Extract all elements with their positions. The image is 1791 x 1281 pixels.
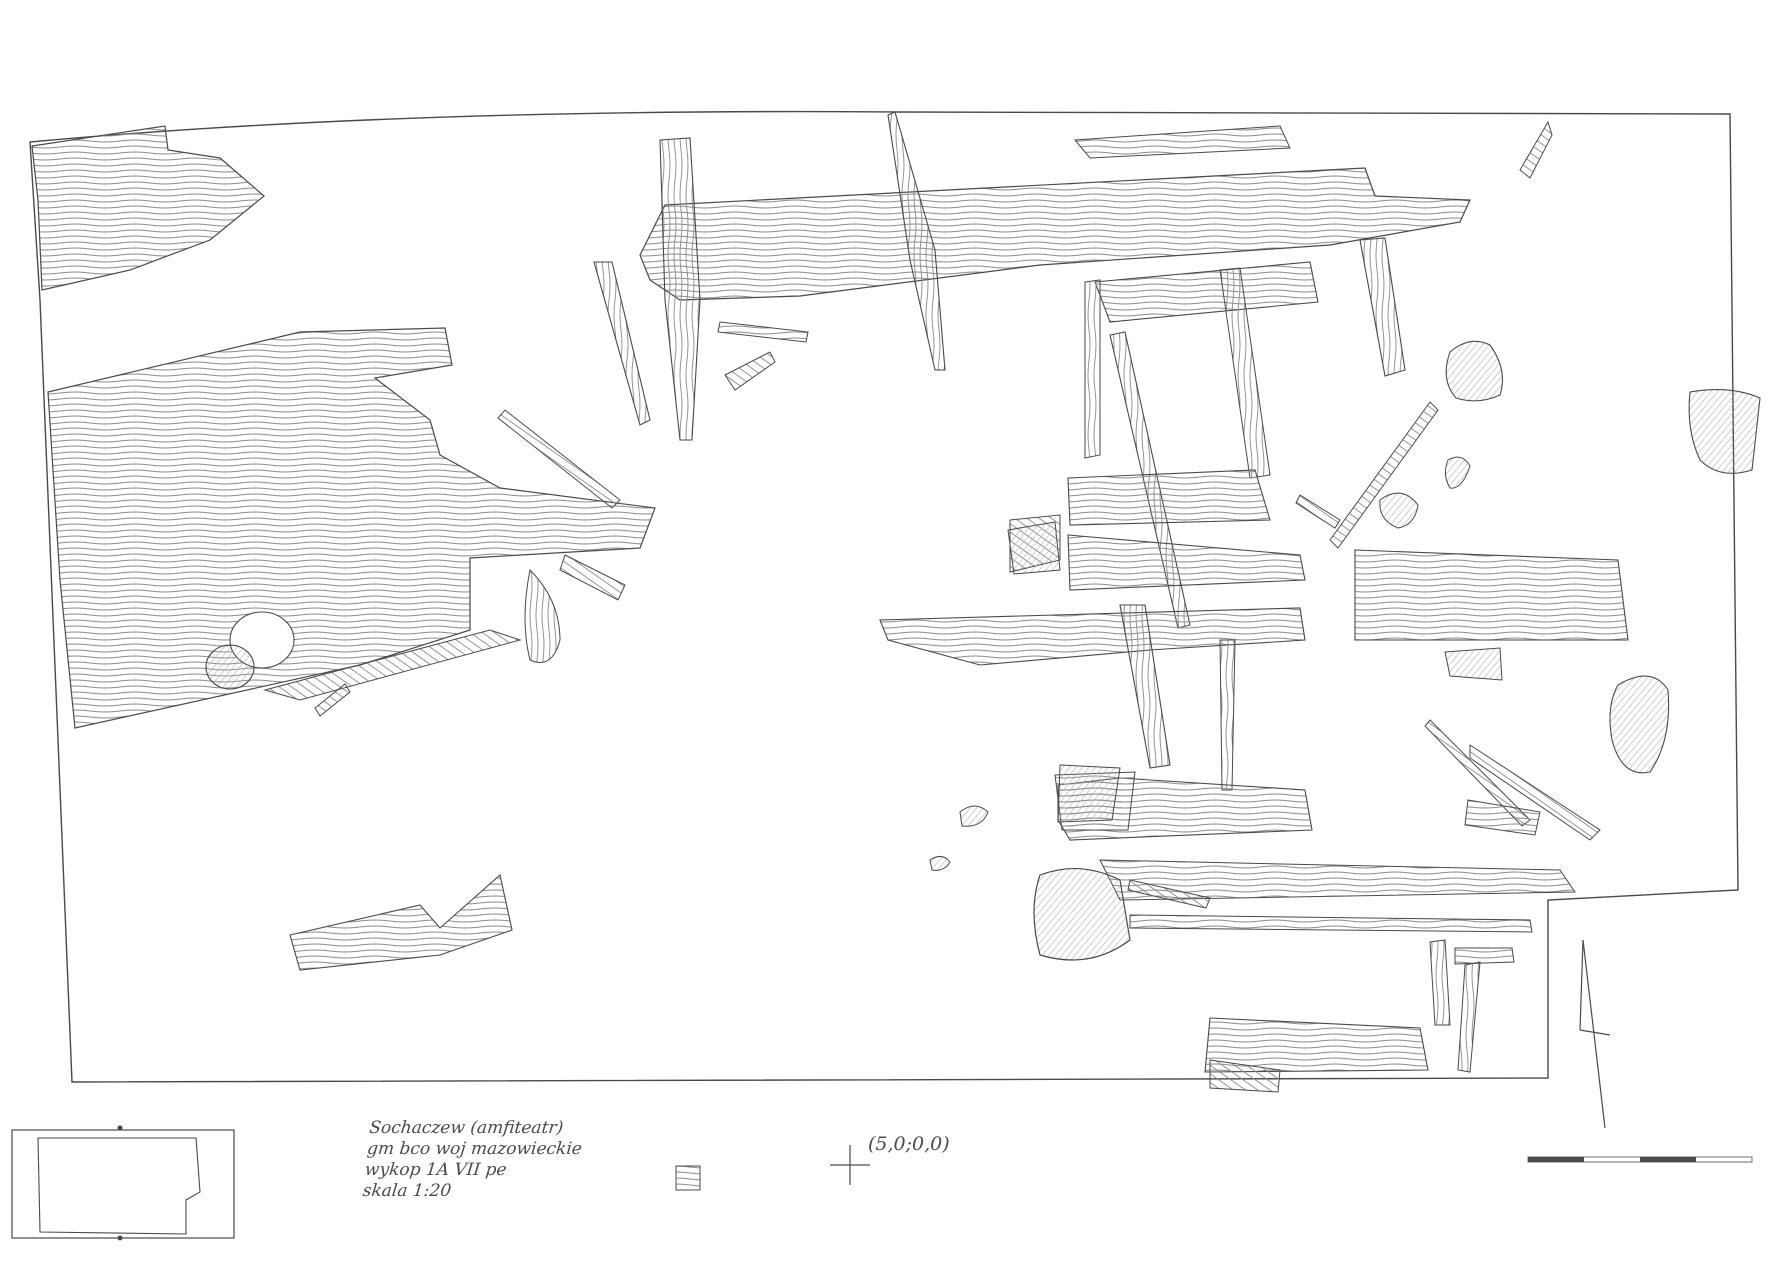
inset-key-plan xyxy=(11,1125,235,1241)
plank xyxy=(289,873,513,971)
plank xyxy=(1129,914,1533,933)
timber-cluster-south xyxy=(1033,719,1601,961)
plank xyxy=(263,629,522,701)
post xyxy=(1429,939,1451,1026)
stone xyxy=(1444,456,1471,489)
plank xyxy=(1067,534,1306,591)
plank xyxy=(1519,120,1553,179)
plank xyxy=(1073,125,1291,159)
drawing-caption: Sochaczew (amfiteatr) gm bco woj mazowie… xyxy=(362,1118,586,1202)
plank xyxy=(639,167,1471,301)
post xyxy=(1359,237,1406,377)
post xyxy=(1119,604,1171,769)
plank xyxy=(1067,469,1271,526)
timber-cluster-north xyxy=(593,111,1553,441)
plank xyxy=(724,351,776,391)
stone xyxy=(1379,492,1419,529)
north-arrow-icon xyxy=(1579,939,1611,1129)
caption-site: Sochaczew (amfiteatr) xyxy=(368,1118,565,1138)
plank xyxy=(497,409,621,509)
timber-cluster-southeast xyxy=(1204,939,1515,1093)
post xyxy=(1219,639,1236,791)
post xyxy=(1084,279,1101,459)
stone xyxy=(1444,647,1503,681)
stone xyxy=(1688,389,1761,474)
plank xyxy=(1469,744,1601,841)
plank xyxy=(1354,549,1629,641)
timber-cluster-central xyxy=(879,267,1629,791)
plank xyxy=(559,554,626,601)
plank xyxy=(314,683,351,717)
post xyxy=(659,137,701,441)
trench-outline xyxy=(29,110,1739,1083)
caption-scale: skala 1:20 xyxy=(361,1181,453,1201)
plank xyxy=(1209,1059,1281,1093)
plank xyxy=(1204,1017,1429,1073)
post xyxy=(1219,267,1271,479)
stump xyxy=(1033,868,1131,961)
stone xyxy=(929,856,951,871)
datum-coordinates: (5,0;0,0) xyxy=(868,1133,950,1155)
datum-cross-icon xyxy=(830,1145,870,1185)
legend-wood-swatch xyxy=(675,1165,701,1191)
inset-marker-south xyxy=(117,1235,123,1241)
scale-bar xyxy=(1527,1156,1753,1163)
post xyxy=(593,261,651,426)
plank xyxy=(879,607,1306,666)
plank xyxy=(1454,947,1515,965)
plank xyxy=(717,321,809,343)
plank xyxy=(31,125,265,291)
stone xyxy=(205,644,255,690)
stone xyxy=(1445,340,1503,402)
stone xyxy=(1609,675,1670,774)
timber-cluster-west xyxy=(31,125,656,729)
post xyxy=(1457,961,1481,1073)
caption-district: gm bco woj mazowieckie xyxy=(366,1139,583,1159)
post xyxy=(887,111,946,371)
inset-trench-outline xyxy=(37,1137,201,1235)
stone xyxy=(959,805,989,827)
caption-excavation: wykop 1A VII pe xyxy=(363,1160,508,1180)
plank xyxy=(1127,879,1211,909)
plank xyxy=(47,327,656,729)
stone xyxy=(1057,764,1121,823)
plank xyxy=(1329,401,1439,549)
plank xyxy=(1094,261,1319,323)
stone xyxy=(1007,521,1061,575)
plank xyxy=(1295,494,1341,529)
plank xyxy=(1464,799,1541,836)
inset-marker-north xyxy=(117,1125,123,1131)
inset-frame xyxy=(11,1129,235,1239)
plank xyxy=(524,568,561,663)
